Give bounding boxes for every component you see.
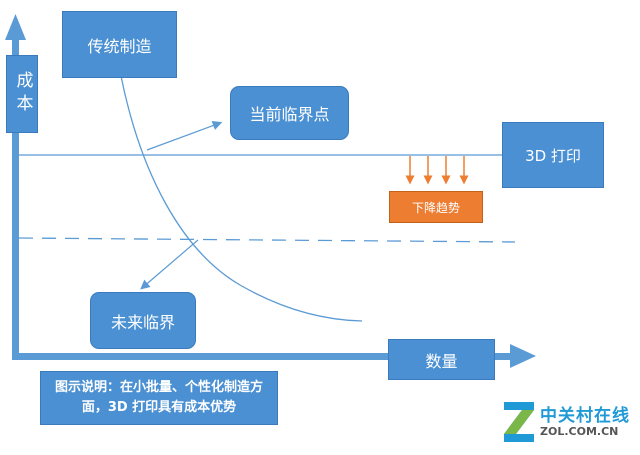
- x-axis-arrow-icon: [510, 344, 536, 368]
- x-axis-label-text: 数量: [425, 351, 458, 371]
- 3d-printing-box: 3D 打印: [502, 122, 604, 188]
- y-axis-label: 成本: [6, 55, 38, 133]
- downward-trend-tag: 下降趋势: [389, 191, 483, 223]
- logo-text-cn: 中关村在线: [540, 406, 630, 426]
- explanation-note: 图示说明：在小批量、个性化制造方面，3D 打印具有成本优势: [40, 371, 278, 425]
- traditional-cost-curve: [120, 75, 363, 322]
- zol-logo: 中关村在线 ZOL.COM.CN: [500, 395, 635, 447]
- traditional-manufacturing-box: 传统制造: [62, 11, 177, 78]
- x-axis: [12, 344, 536, 368]
- downward-trend-label: 下降趋势: [411, 200, 460, 215]
- current-threshold-pointer: [146, 120, 223, 151]
- current-threshold-box: 当前临界点: [230, 86, 349, 140]
- future-threshold-box: 未来临界: [90, 292, 196, 349]
- downward-trend-arrows: [405, 156, 469, 185]
- x-axis-label: 数量: [388, 339, 495, 380]
- explanation-note-text: 图示说明：在小批量、个性化制造方面，3D 打印具有成本优势: [54, 380, 263, 415]
- traditional-manufacturing-label: 传统制造: [87, 36, 152, 56]
- current-threshold-label: 当前临界点: [249, 105, 330, 124]
- future-threshold-pointer: [140, 239, 199, 290]
- zol-logo-icon: [504, 402, 534, 442]
- future-cost-line: [18, 237, 516, 243]
- 3d-printing-label: 3D 打印: [525, 146, 581, 165]
- y-axis-label-text: 成本: [12, 71, 33, 117]
- y-axis-arrow-icon: [5, 14, 26, 40]
- y-axis: [5, 14, 26, 360]
- logo-text-en: ZOL.COM.CN: [540, 425, 619, 438]
- future-threshold-label: 未来临界: [110, 312, 175, 332]
